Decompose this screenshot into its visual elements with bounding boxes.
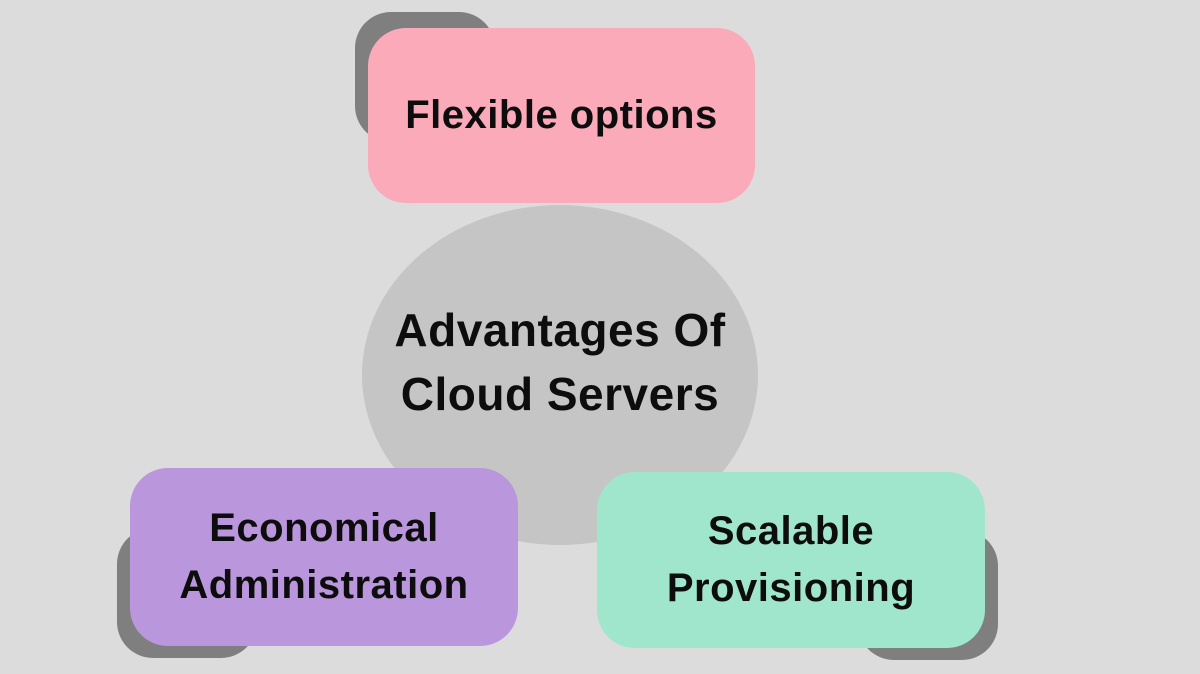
card-flexible-options: Flexible options: [368, 28, 755, 203]
diagram-title-line-2: Cloud Servers: [400, 368, 720, 420]
card-scalable-provisioning: Scalable Provisioning: [597, 472, 985, 648]
diagram-title: Advantages Of Cloud Servers: [394, 298, 725, 452]
card-scalable-provisioning-label: Scalable Provisioning: [666, 509, 916, 610]
card-economical-administration-label: Economical Administration: [179, 506, 469, 607]
diagram-title-line-1: Advantages Of: [394, 304, 726, 356]
card-economical-administration: Economical Administration: [130, 468, 518, 646]
card-flexible-options-label: Flexible options: [405, 93, 718, 137]
